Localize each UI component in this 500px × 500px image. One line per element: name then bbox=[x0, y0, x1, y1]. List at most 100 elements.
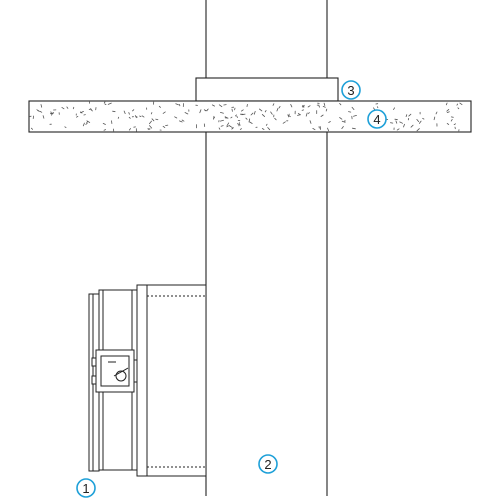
slab-speckle-mark bbox=[219, 119, 224, 122]
slab-speckle-mark bbox=[351, 106, 355, 110]
slab-speckle-mark bbox=[117, 116, 120, 119]
slab-speckle-mark bbox=[231, 126, 233, 129]
slab-speckle-mark bbox=[341, 120, 346, 123]
slab-speckle-mark bbox=[267, 127, 271, 131]
slab-speckle-mark bbox=[86, 121, 88, 124]
slab-speckle-mark bbox=[450, 119, 453, 122]
slab-speckle-mark bbox=[261, 128, 265, 130]
slab-speckle-mark bbox=[457, 107, 460, 110]
slab-speckle-mark bbox=[410, 124, 414, 128]
slab-speckle-mark bbox=[162, 111, 166, 114]
slab-speckle-mark bbox=[240, 109, 244, 112]
slab-speckle-mark bbox=[102, 123, 106, 125]
slab-speckle-mark bbox=[149, 125, 153, 129]
slab-speckle-mark bbox=[433, 116, 436, 121]
slab-speckle-mark bbox=[162, 125, 166, 128]
slab-speckle-mark bbox=[104, 103, 107, 105]
slab-speckle-mark bbox=[86, 120, 91, 123]
slab-speckle-mark bbox=[245, 117, 248, 120]
slab-speckle-mark bbox=[396, 128, 400, 131]
slab-speckle-mark bbox=[399, 121, 404, 124]
slab-speckle-mark bbox=[341, 126, 344, 130]
callout-2-label: 2 bbox=[264, 457, 271, 472]
slab-speckle-mark bbox=[253, 111, 256, 115]
slab-speckle-mark bbox=[132, 109, 135, 112]
slab-speckle-mark bbox=[301, 109, 305, 111]
duct-collar bbox=[195, 77, 339, 102]
slab-speckle-mark bbox=[178, 104, 181, 107]
slab-speckle-mark bbox=[418, 120, 422, 124]
slab-speckle-mark bbox=[90, 108, 92, 111]
callout-4-label: 4 bbox=[373, 112, 380, 127]
slab-speckle-mark bbox=[112, 110, 116, 113]
slab-speckle-mark bbox=[394, 118, 398, 121]
slab-speckle-mark bbox=[282, 121, 286, 124]
slab-speckle-mark bbox=[250, 112, 254, 116]
damper-sleeve bbox=[136, 284, 207, 477]
slab-speckle-mark bbox=[85, 122, 88, 125]
slab-speckle-mark bbox=[128, 128, 132, 131]
slab-speckle-mark bbox=[446, 109, 450, 112]
slab-speckle-mark bbox=[318, 105, 321, 108]
slab-speckle-mark bbox=[80, 111, 84, 114]
slab-speckle-mark bbox=[261, 114, 266, 117]
slab-speckle-mark bbox=[234, 114, 237, 117]
slab-speckle-mark bbox=[416, 119, 420, 122]
slab-speckle-mark bbox=[351, 127, 356, 130]
callout-3-label: 3 bbox=[347, 83, 354, 98]
slab-speckle-mark bbox=[353, 115, 357, 117]
slab-speckle-mark bbox=[408, 113, 412, 117]
slab-speckle-mark bbox=[265, 123, 268, 126]
slab-speckle-mark bbox=[211, 104, 216, 107]
slab-speckle-mark bbox=[61, 107, 65, 110]
slab-speckle-mark bbox=[123, 110, 126, 114]
slab-speckle-mark bbox=[228, 125, 232, 127]
slab-speckle-mark bbox=[236, 123, 241, 126]
slab-speckle-mark bbox=[308, 112, 310, 115]
slab-speckle-mark bbox=[134, 115, 137, 119]
slab-speckle-mark bbox=[416, 128, 420, 132]
slab-speckle-mark bbox=[40, 104, 43, 108]
slab-speckle-mark bbox=[376, 106, 379, 109]
slab-speckle-mark bbox=[272, 103, 275, 106]
slab-speckle-mark bbox=[236, 115, 238, 118]
slab-speckle-mark bbox=[395, 120, 398, 124]
slab-speckle-mark bbox=[64, 126, 67, 128]
slab-speckle-mark bbox=[323, 102, 326, 106]
slab-speckle-mark bbox=[403, 123, 405, 128]
slab-speckle-mark bbox=[456, 103, 459, 106]
slab-speckle-mark bbox=[181, 119, 185, 122]
slab-speckle-mark bbox=[213, 115, 216, 119]
slab-speckle-mark bbox=[203, 109, 206, 111]
slab-speckle-mark bbox=[51, 112, 54, 116]
slab-speckle-mark bbox=[328, 121, 331, 123]
slab-speckle-mark bbox=[446, 123, 450, 125]
slab-speckle-mark bbox=[278, 106, 281, 109]
slab-speckle-mark bbox=[76, 116, 79, 118]
slab-speckle-mark bbox=[178, 120, 183, 123]
slab-speckle-mark bbox=[165, 124, 169, 126]
slab-speckle-mark bbox=[301, 105, 305, 108]
slab-speckle-mark bbox=[128, 112, 130, 115]
slab-speckle-mark bbox=[219, 112, 224, 114]
slab-speckle-mark bbox=[320, 114, 324, 117]
callout-3: 3 bbox=[341, 80, 361, 100]
callout-1: 1 bbox=[76, 478, 96, 498]
slab-speckle-mark bbox=[66, 106, 69, 109]
slab-speckle-mark bbox=[312, 127, 316, 131]
slab-speckle-mark bbox=[348, 111, 352, 113]
slab-speckle bbox=[29, 101, 463, 132]
slab-speckle-mark bbox=[218, 104, 223, 108]
slab-speckle-mark bbox=[103, 101, 107, 104]
slab-speckle-mark bbox=[327, 127, 330, 132]
slab-speckle-mark bbox=[446, 111, 450, 113]
slab-speckle-mark bbox=[393, 107, 396, 110]
slab-speckle-mark bbox=[241, 113, 246, 116]
slab-speckle-mark bbox=[158, 105, 161, 108]
slab-speckle-mark bbox=[405, 114, 408, 117]
slab-speckle-mark bbox=[206, 108, 209, 111]
slab-speckle-mark bbox=[276, 107, 279, 112]
slab-speckle-mark bbox=[82, 122, 85, 127]
slab-speckle-mark bbox=[453, 123, 457, 125]
